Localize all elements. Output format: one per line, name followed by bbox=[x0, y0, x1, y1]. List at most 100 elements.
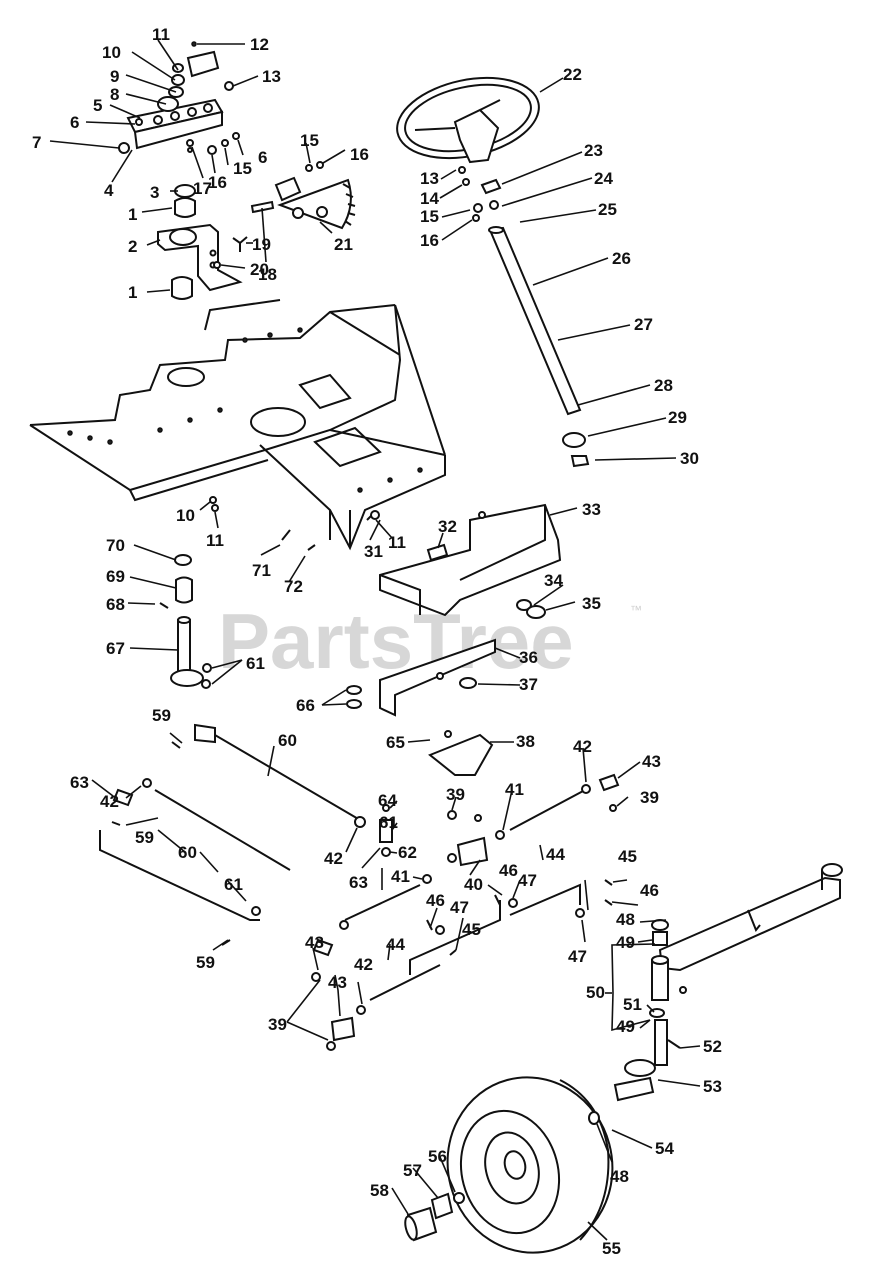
callout-41-lower: 41 bbox=[391, 867, 410, 886]
sector-gear bbox=[187, 147, 356, 230]
callout-60-bottom: 60 bbox=[178, 843, 197, 862]
callout-70: 70 bbox=[106, 536, 125, 555]
callout-15-column: 15 bbox=[420, 207, 439, 226]
callout-20: 20 bbox=[250, 260, 269, 279]
callout-56: 56 bbox=[428, 1147, 447, 1166]
callout-42-left: 42 bbox=[100, 792, 119, 811]
callout-31: 31 bbox=[364, 542, 383, 561]
callout-11-lower: 11 bbox=[206, 531, 224, 550]
callout-42-center: 42 bbox=[324, 849, 343, 868]
callout-44-right: 44 bbox=[546, 845, 565, 864]
callout-9: 9 bbox=[110, 67, 119, 86]
callout-10: 10 bbox=[102, 43, 121, 62]
callout-29: 29 bbox=[668, 408, 687, 427]
callout-58: 58 bbox=[370, 1181, 389, 1200]
callout-37: 37 bbox=[519, 675, 538, 694]
callout-10-lower: 10 bbox=[176, 506, 195, 525]
callout-26: 26 bbox=[612, 249, 631, 268]
leader-lines bbox=[49, 39, 701, 1241]
spindle-pivot bbox=[159, 496, 316, 689]
callout-69: 69 bbox=[106, 567, 125, 586]
callout-66: 66 bbox=[296, 696, 315, 715]
callout-61-left: 61 bbox=[224, 875, 243, 894]
callout-38: 38 bbox=[516, 732, 535, 751]
callout-55: 55 bbox=[602, 1239, 621, 1258]
callout-24: 24 bbox=[594, 169, 613, 188]
axle-support-bracket bbox=[366, 503, 562, 619]
tractor-frame bbox=[29, 299, 446, 551]
callout-8: 8 bbox=[110, 85, 119, 104]
steering-arm-bracket bbox=[428, 730, 494, 776]
callout-11: 11 bbox=[152, 25, 170, 44]
callout-32: 32 bbox=[438, 517, 457, 536]
callout-50: 50 bbox=[586, 983, 605, 1002]
callout-63-left: 63 bbox=[70, 773, 89, 792]
callout-12: 12 bbox=[250, 35, 269, 54]
callout-63-center: 63 bbox=[349, 873, 368, 892]
steering-wheel bbox=[396, 76, 540, 164]
callout-19: 19 bbox=[252, 235, 271, 254]
callout-6-left: 6 bbox=[70, 113, 79, 132]
steering-bracket-assembly bbox=[118, 41, 240, 155]
callout-16-left: 16 bbox=[208, 173, 227, 192]
callout-18: 18 bbox=[258, 265, 277, 284]
callout-17: 17 bbox=[193, 179, 212, 198]
callout-59-top: 59 bbox=[152, 706, 171, 725]
callout-43-lower: 43 bbox=[328, 973, 347, 992]
callout-22: 22 bbox=[563, 65, 582, 84]
callout-5: 5 bbox=[93, 96, 102, 115]
callout-36: 36 bbox=[519, 648, 538, 667]
axle-mount-bracket bbox=[346, 638, 496, 717]
callout-61-center: 61 bbox=[379, 813, 398, 832]
callout-61-pivot: 61 bbox=[246, 654, 265, 673]
callout-45-right: 45 bbox=[618, 847, 637, 866]
front-axle bbox=[649, 863, 843, 1018]
callout-44-left: 44 bbox=[386, 935, 405, 954]
callout-71: 71 bbox=[252, 561, 271, 580]
callout-52: 52 bbox=[703, 1037, 722, 1056]
callout-4: 4 bbox=[104, 181, 114, 200]
callout-13: 13 bbox=[262, 67, 281, 86]
callout-65: 65 bbox=[386, 733, 405, 752]
steering-column bbox=[458, 166, 590, 468]
callout-62: 62 bbox=[398, 843, 417, 862]
callout-34: 34 bbox=[544, 571, 563, 590]
callout-1-bottom: 1 bbox=[128, 283, 137, 302]
callout-28: 28 bbox=[654, 376, 673, 395]
callout-47-lower: 47 bbox=[450, 898, 469, 917]
tie-rods bbox=[311, 773, 620, 1051]
callout-60-top: 60 bbox=[278, 731, 297, 750]
callout-72: 72 bbox=[284, 577, 303, 596]
watermark-trademark: ™ bbox=[630, 603, 642, 617]
callout-7: 7 bbox=[32, 133, 41, 152]
callout-48-top: 48 bbox=[616, 910, 635, 929]
callout-23: 23 bbox=[584, 141, 603, 160]
callout-13-column: 13 bbox=[420, 169, 439, 188]
callout-30: 30 bbox=[680, 449, 699, 468]
callout-2: 2 bbox=[128, 237, 137, 256]
callout-27: 27 bbox=[634, 315, 653, 334]
front-wheel bbox=[404, 1076, 614, 1254]
callout-16-gear: 16 bbox=[350, 145, 369, 164]
front-spindle bbox=[613, 1019, 681, 1102]
callout-42-lower: 42 bbox=[354, 955, 373, 974]
callout-15-gear: 15 bbox=[300, 131, 319, 150]
watermark-text: PartsTree bbox=[218, 597, 574, 685]
callout-48-bottom: 48 bbox=[610, 1167, 629, 1186]
callout-35: 35 bbox=[582, 594, 601, 613]
callout-11-bracket: 11 bbox=[388, 533, 406, 552]
callout-42-right: 42 bbox=[573, 737, 592, 756]
callout-43-right: 43 bbox=[642, 752, 661, 771]
callout-49-top: 49 bbox=[616, 933, 635, 952]
callout-33: 33 bbox=[582, 500, 601, 519]
callout-45-lower: 45 bbox=[462, 920, 481, 939]
callout-54: 54 bbox=[655, 1139, 674, 1158]
callout-14: 14 bbox=[420, 189, 439, 208]
callout-51: 51 bbox=[623, 995, 642, 1014]
callout-46-center: 46 bbox=[499, 861, 518, 880]
callout-64: 64 bbox=[378, 791, 397, 810]
callout-25: 25 bbox=[598, 200, 617, 219]
callout-41-top: 41 bbox=[505, 780, 524, 799]
drag-links bbox=[99, 723, 366, 946]
callout-47-right: 47 bbox=[568, 947, 587, 966]
